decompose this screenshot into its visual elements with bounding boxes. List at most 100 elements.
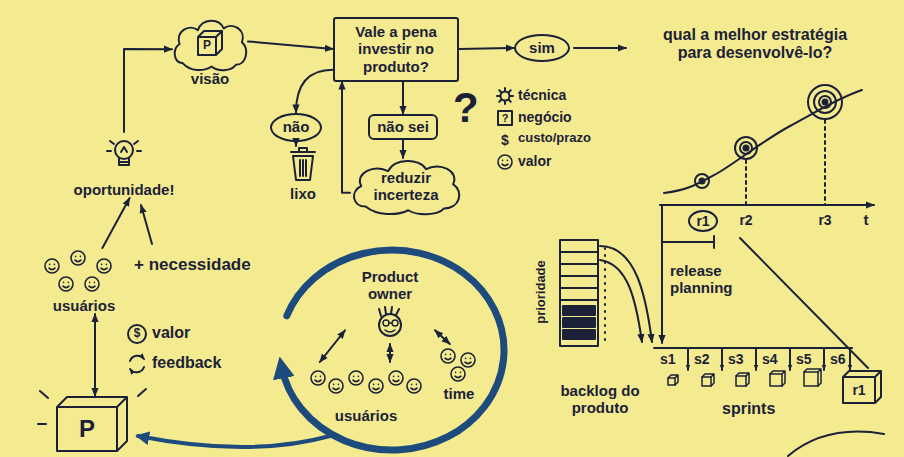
product-cube-icon: P bbox=[197, 30, 223, 56]
increment-cubes bbox=[804, 369, 821, 386]
increment-cubes bbox=[668, 375, 678, 385]
increment-cubes bbox=[770, 371, 785, 386]
corner-arc bbox=[788, 432, 884, 456]
feedback-text: feedback bbox=[152, 354, 221, 372]
release-targets bbox=[695, 174, 709, 188]
release-cube: r1 bbox=[842, 370, 882, 404]
team-faces bbox=[461, 353, 475, 367]
product-owner-face bbox=[385, 323, 395, 332]
sprint-line bbox=[849, 348, 851, 370]
sprint-line bbox=[755, 348, 757, 370]
gear-icon bbox=[497, 88, 513, 104]
sprint-line bbox=[687, 348, 689, 370]
release-label: r3 bbox=[818, 212, 831, 228]
connector-arrow bbox=[320, 330, 345, 362]
backlog-stack bbox=[563, 330, 595, 339]
team-faces bbox=[441, 349, 455, 363]
sprint-label: s6 bbox=[830, 351, 846, 367]
circle-user-faces bbox=[407, 379, 421, 393]
question-square bbox=[498, 111, 512, 125]
node-text: usuários bbox=[53, 297, 116, 314]
yes-oval: sim bbox=[514, 34, 570, 62]
release-targets bbox=[819, 96, 831, 108]
connector-arrow bbox=[295, 142, 297, 147]
no-oval: não bbox=[270, 113, 322, 142]
sprints-text: sprints bbox=[722, 400, 775, 418]
question-square bbox=[498, 111, 512, 125]
circle-users-node: usuários bbox=[300, 362, 432, 424]
gear-icon bbox=[497, 88, 513, 104]
cloud-outline bbox=[175, 21, 246, 70]
backlog-stack bbox=[563, 306, 595, 315]
cube-outline bbox=[57, 397, 127, 451]
node-text: oportunidade! bbox=[74, 181, 175, 198]
connector-arrow bbox=[296, 70, 333, 113]
sketch bbox=[38, 48, 884, 456]
light-bulb bbox=[107, 141, 141, 165]
need-arrow bbox=[141, 205, 152, 244]
product-owner-face bbox=[379, 314, 401, 336]
unsure-box: não sei bbox=[368, 114, 438, 140]
light-bulb bbox=[107, 141, 141, 165]
axis-label: t bbox=[864, 211, 869, 228]
trash-can bbox=[291, 148, 315, 180]
release-circle: r1 bbox=[688, 210, 718, 232]
node-text: r1 bbox=[696, 213, 709, 229]
arrow-to-strategy bbox=[574, 47, 626, 49]
priority-axis-text: prioridade bbox=[534, 260, 549, 324]
team-node: time bbox=[436, 344, 482, 402]
sprint-label: s4 bbox=[762, 351, 778, 367]
node-text: Vale a pena investir no produto? bbox=[343, 23, 449, 75]
connector-arrow bbox=[248, 41, 333, 49]
sprint-line bbox=[789, 348, 791, 370]
strategy-question: qual a melhor estratégia para desenvolvê… bbox=[655, 26, 855, 63]
connector-arrow bbox=[102, 198, 129, 248]
product-cube: P bbox=[56, 396, 128, 452]
connector-arrow bbox=[402, 82, 404, 115]
gear-icon bbox=[501, 92, 510, 101]
increment-cubes bbox=[702, 374, 714, 386]
icon-symbol: $ bbox=[134, 327, 141, 341]
node-text: time bbox=[444, 385, 475, 402]
release-targets bbox=[814, 91, 836, 113]
release-targets bbox=[740, 142, 752, 154]
release-bracket bbox=[661, 205, 663, 343]
backlog-stack bbox=[560, 252, 598, 300]
sprint-line bbox=[823, 348, 825, 370]
trash-can bbox=[291, 148, 315, 180]
user-faces bbox=[45, 259, 59, 273]
value-text: valor bbox=[152, 324, 190, 342]
uncertainty-cloud: reduzir incerteza bbox=[350, 158, 462, 214]
node-text: visão bbox=[191, 70, 229, 87]
connector-arrow bbox=[94, 314, 96, 396]
release-bracket bbox=[662, 236, 714, 248]
timeline bbox=[660, 204, 874, 206]
connector-arrow bbox=[459, 48, 514, 49]
value-icon bbox=[128, 325, 146, 343]
corner-arc bbox=[788, 432, 884, 456]
need-text: + necessidade bbox=[134, 255, 251, 275]
node-text: não sei bbox=[377, 118, 429, 135]
increment-cubes bbox=[668, 378, 675, 385]
product-owner-face bbox=[392, 320, 398, 326]
icon-symbol: $ bbox=[501, 132, 509, 148]
feedback-icon bbox=[130, 367, 144, 372]
criterion-text: valor bbox=[518, 153, 551, 169]
arrow-to-strategy bbox=[574, 47, 626, 49]
node-text: Product owner bbox=[345, 268, 435, 303]
connector-arrow bbox=[342, 82, 350, 193]
increment-cubes bbox=[736, 376, 746, 386]
node-text: não bbox=[283, 118, 310, 135]
circle-user-faces bbox=[329, 379, 343, 393]
backlog-stack bbox=[563, 318, 595, 327]
increment-cubes bbox=[804, 372, 818, 386]
user-faces bbox=[71, 251, 85, 265]
backlog-stack bbox=[600, 246, 652, 342]
circle-user-faces bbox=[349, 371, 363, 385]
circle-user-faces bbox=[311, 371, 325, 385]
sprint-line bbox=[721, 348, 723, 370]
backlog-stack bbox=[560, 240, 598, 346]
backlog-stack bbox=[600, 260, 642, 342]
product-owner-face bbox=[379, 307, 401, 336]
